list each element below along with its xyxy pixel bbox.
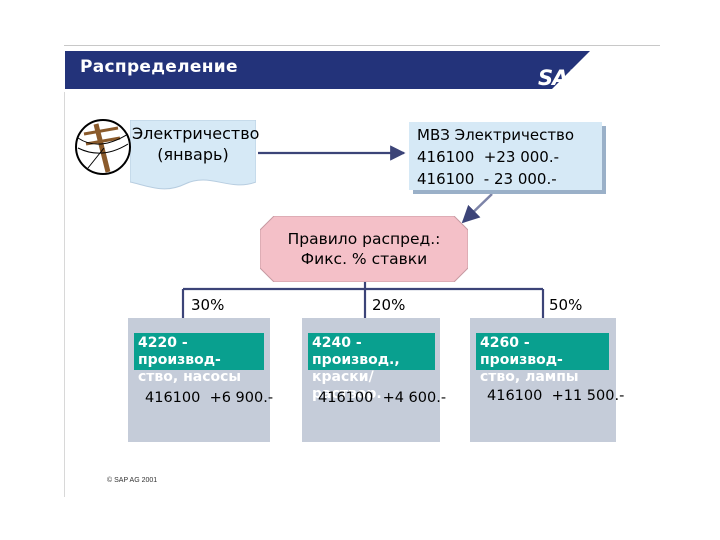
cost-center-debit: 416100 +23 000.-: [417, 148, 559, 166]
receiver-2-head-line-1: 4240 - производ.,: [312, 335, 431, 369]
rule-label: Правило распред.: Фикс. % ставки: [262, 229, 466, 269]
rule-line-2: Фикс. % ставки: [262, 249, 466, 269]
receiver-2-percent: 20%: [372, 296, 405, 314]
receiver-1-percent: 30%: [191, 296, 224, 314]
cost-center-credit: 416100 - 23 000.-: [417, 170, 557, 188]
receiver-3-head-line-1: 4260 - производ-: [480, 335, 605, 369]
receiver-2-header: 4240 - производ., краски/раствор.: [308, 333, 435, 370]
source-line-1: Электричество: [132, 123, 254, 144]
receiver-3-value: 416100 +11 500.-: [487, 388, 624, 404]
source-line-2: (январь): [132, 144, 254, 165]
receiver-1-value: 416100 +6 900.-: [145, 390, 273, 406]
receiver-1-header: 4220 - производ- ство, насосы: [134, 333, 264, 370]
receiver-1-head-line-2: ство, насосы: [138, 369, 260, 386]
receiver-3-header: 4260 - производ- ство, лампы: [476, 333, 609, 370]
power-pole-icon: [74, 118, 132, 176]
receiver-3-percent: 50%: [549, 296, 582, 314]
copyright-note: © SAP AG 2001: [107, 477, 157, 484]
receiver-2-value: 416100 +4 600.-: [318, 390, 446, 406]
receiver-1-head-line-1: 4220 - производ-: [138, 335, 260, 369]
cost-center-title: МВЗ Электричество: [417, 126, 574, 144]
source-label: Электричество (январь): [132, 123, 254, 165]
rule-line-1: Правило распред.:: [262, 229, 466, 249]
receiver-3-head-line-2: ство, лампы: [480, 369, 605, 386]
